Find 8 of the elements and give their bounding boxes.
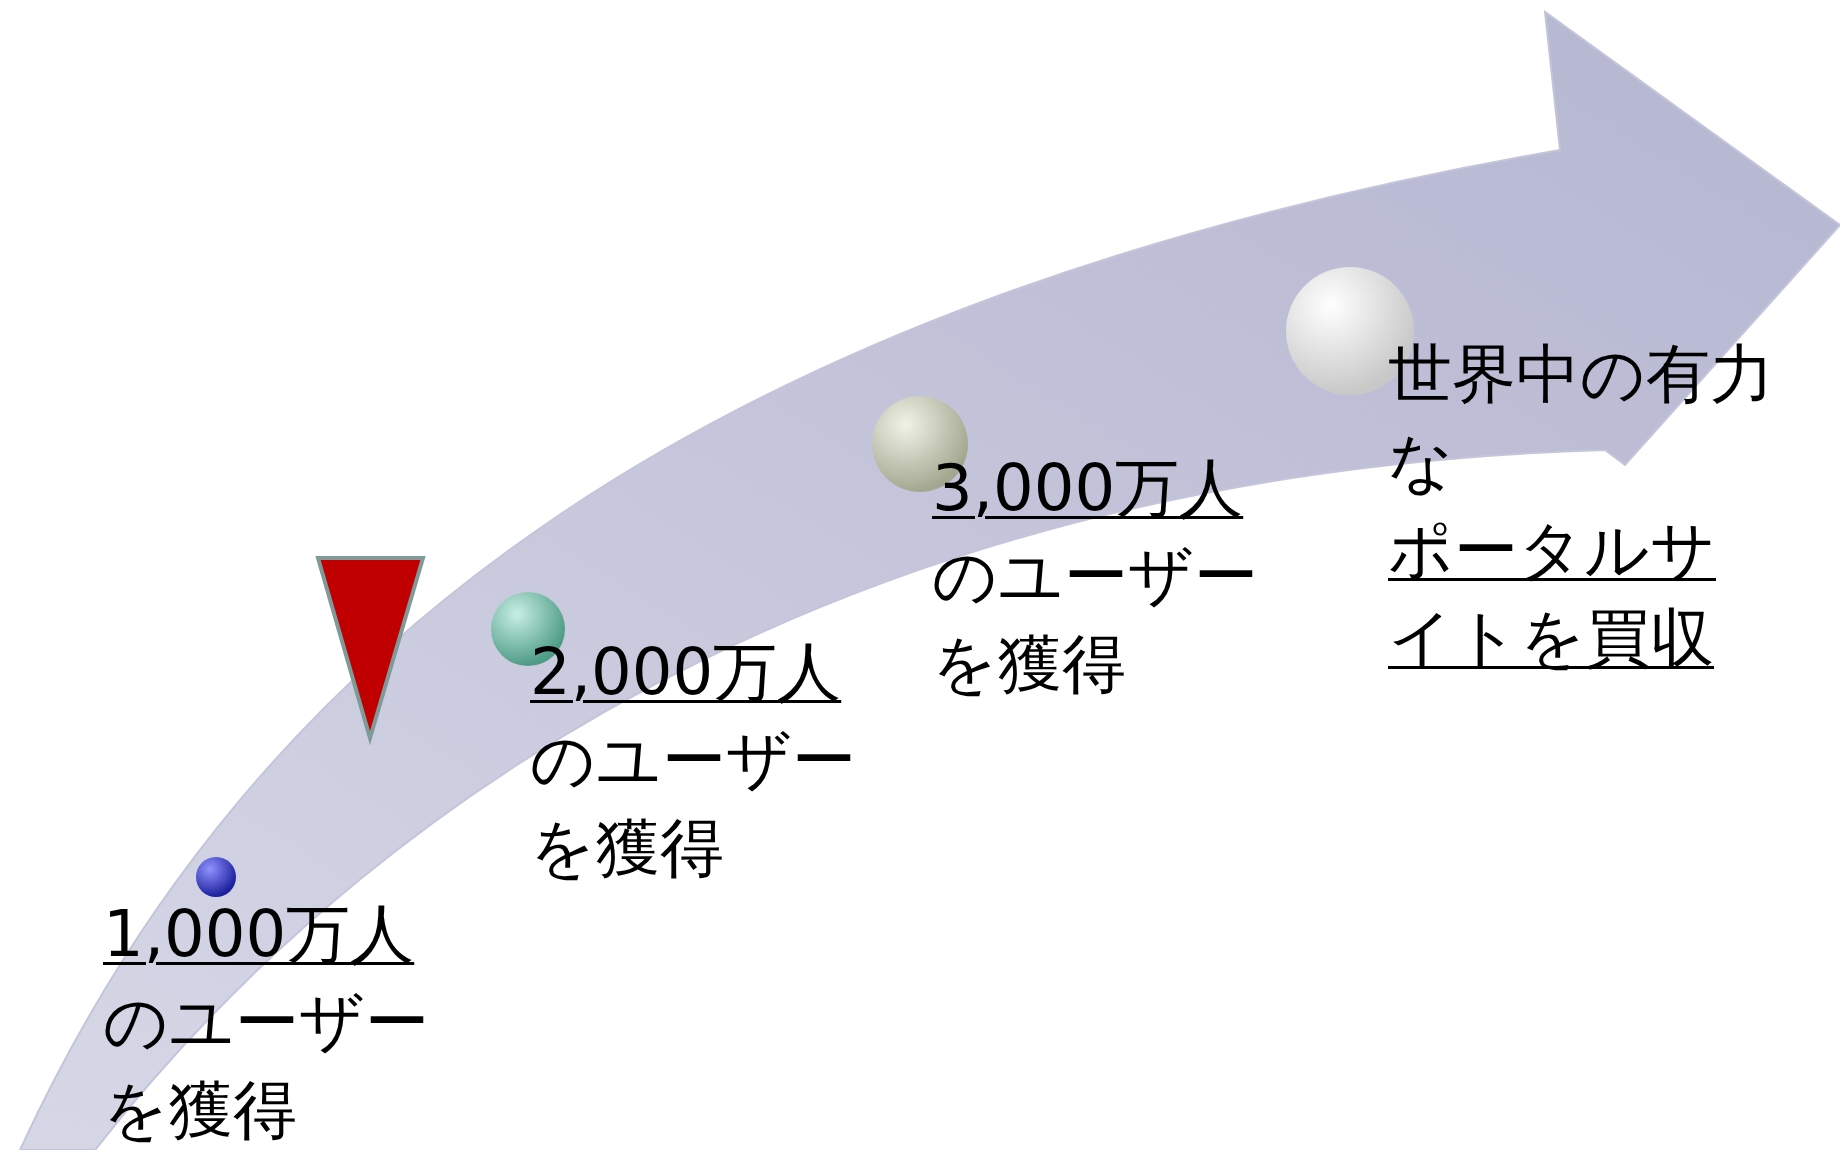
milestone-heading: ポータルサイトを買収	[1388, 512, 1717, 677]
milestone-text: のユーザーを獲得	[103, 984, 430, 1149]
milestone-heading: 2,000万人	[530, 634, 843, 711]
milestone-heading: 1,000万人	[103, 896, 416, 973]
milestone-text: のユーザーを獲得	[932, 538, 1259, 703]
milestone-text: のユーザーを獲得	[530, 722, 857, 887]
milestone-heading: 3,000万人	[932, 450, 1245, 527]
milestone-text: 世界中の有力な	[1388, 336, 1775, 501]
